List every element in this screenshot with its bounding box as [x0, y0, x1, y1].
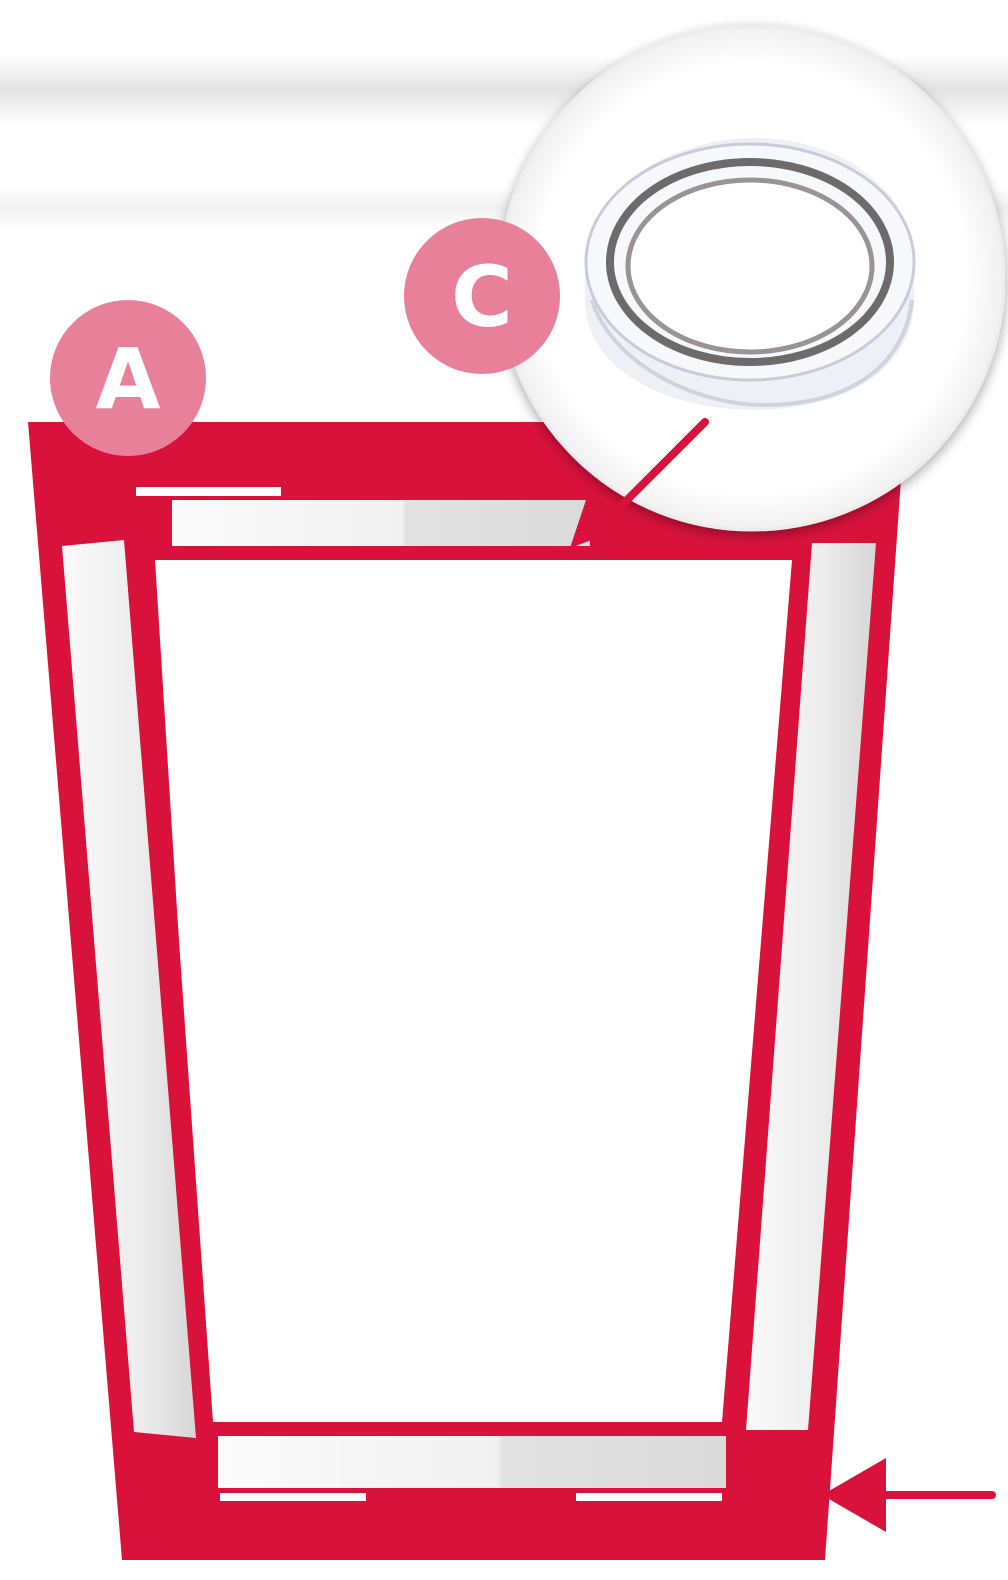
tape-strip-bottom	[218, 1436, 726, 1488]
tape-edge-mark-bottom-right	[576, 1493, 722, 1501]
badge-c-label: C	[451, 248, 513, 346]
tape-strip-top	[172, 500, 590, 546]
arrow-icon	[822, 1458, 996, 1532]
arrow-icon	[570, 418, 709, 548]
tape-strip-left	[62, 540, 196, 1438]
tape-edge-mark-bottom-left	[220, 1493, 366, 1501]
paper-outline	[149, 549, 803, 1431]
tape-roll-icon	[584, 138, 916, 410]
badge-c: C	[404, 218, 560, 374]
tape-edge-mark-top	[136, 487, 281, 496]
badge-a: A	[50, 300, 206, 456]
tape-strip-right	[746, 543, 876, 1430]
badge-a-label: A	[95, 330, 160, 428]
paper-sheet	[152, 560, 792, 1422]
